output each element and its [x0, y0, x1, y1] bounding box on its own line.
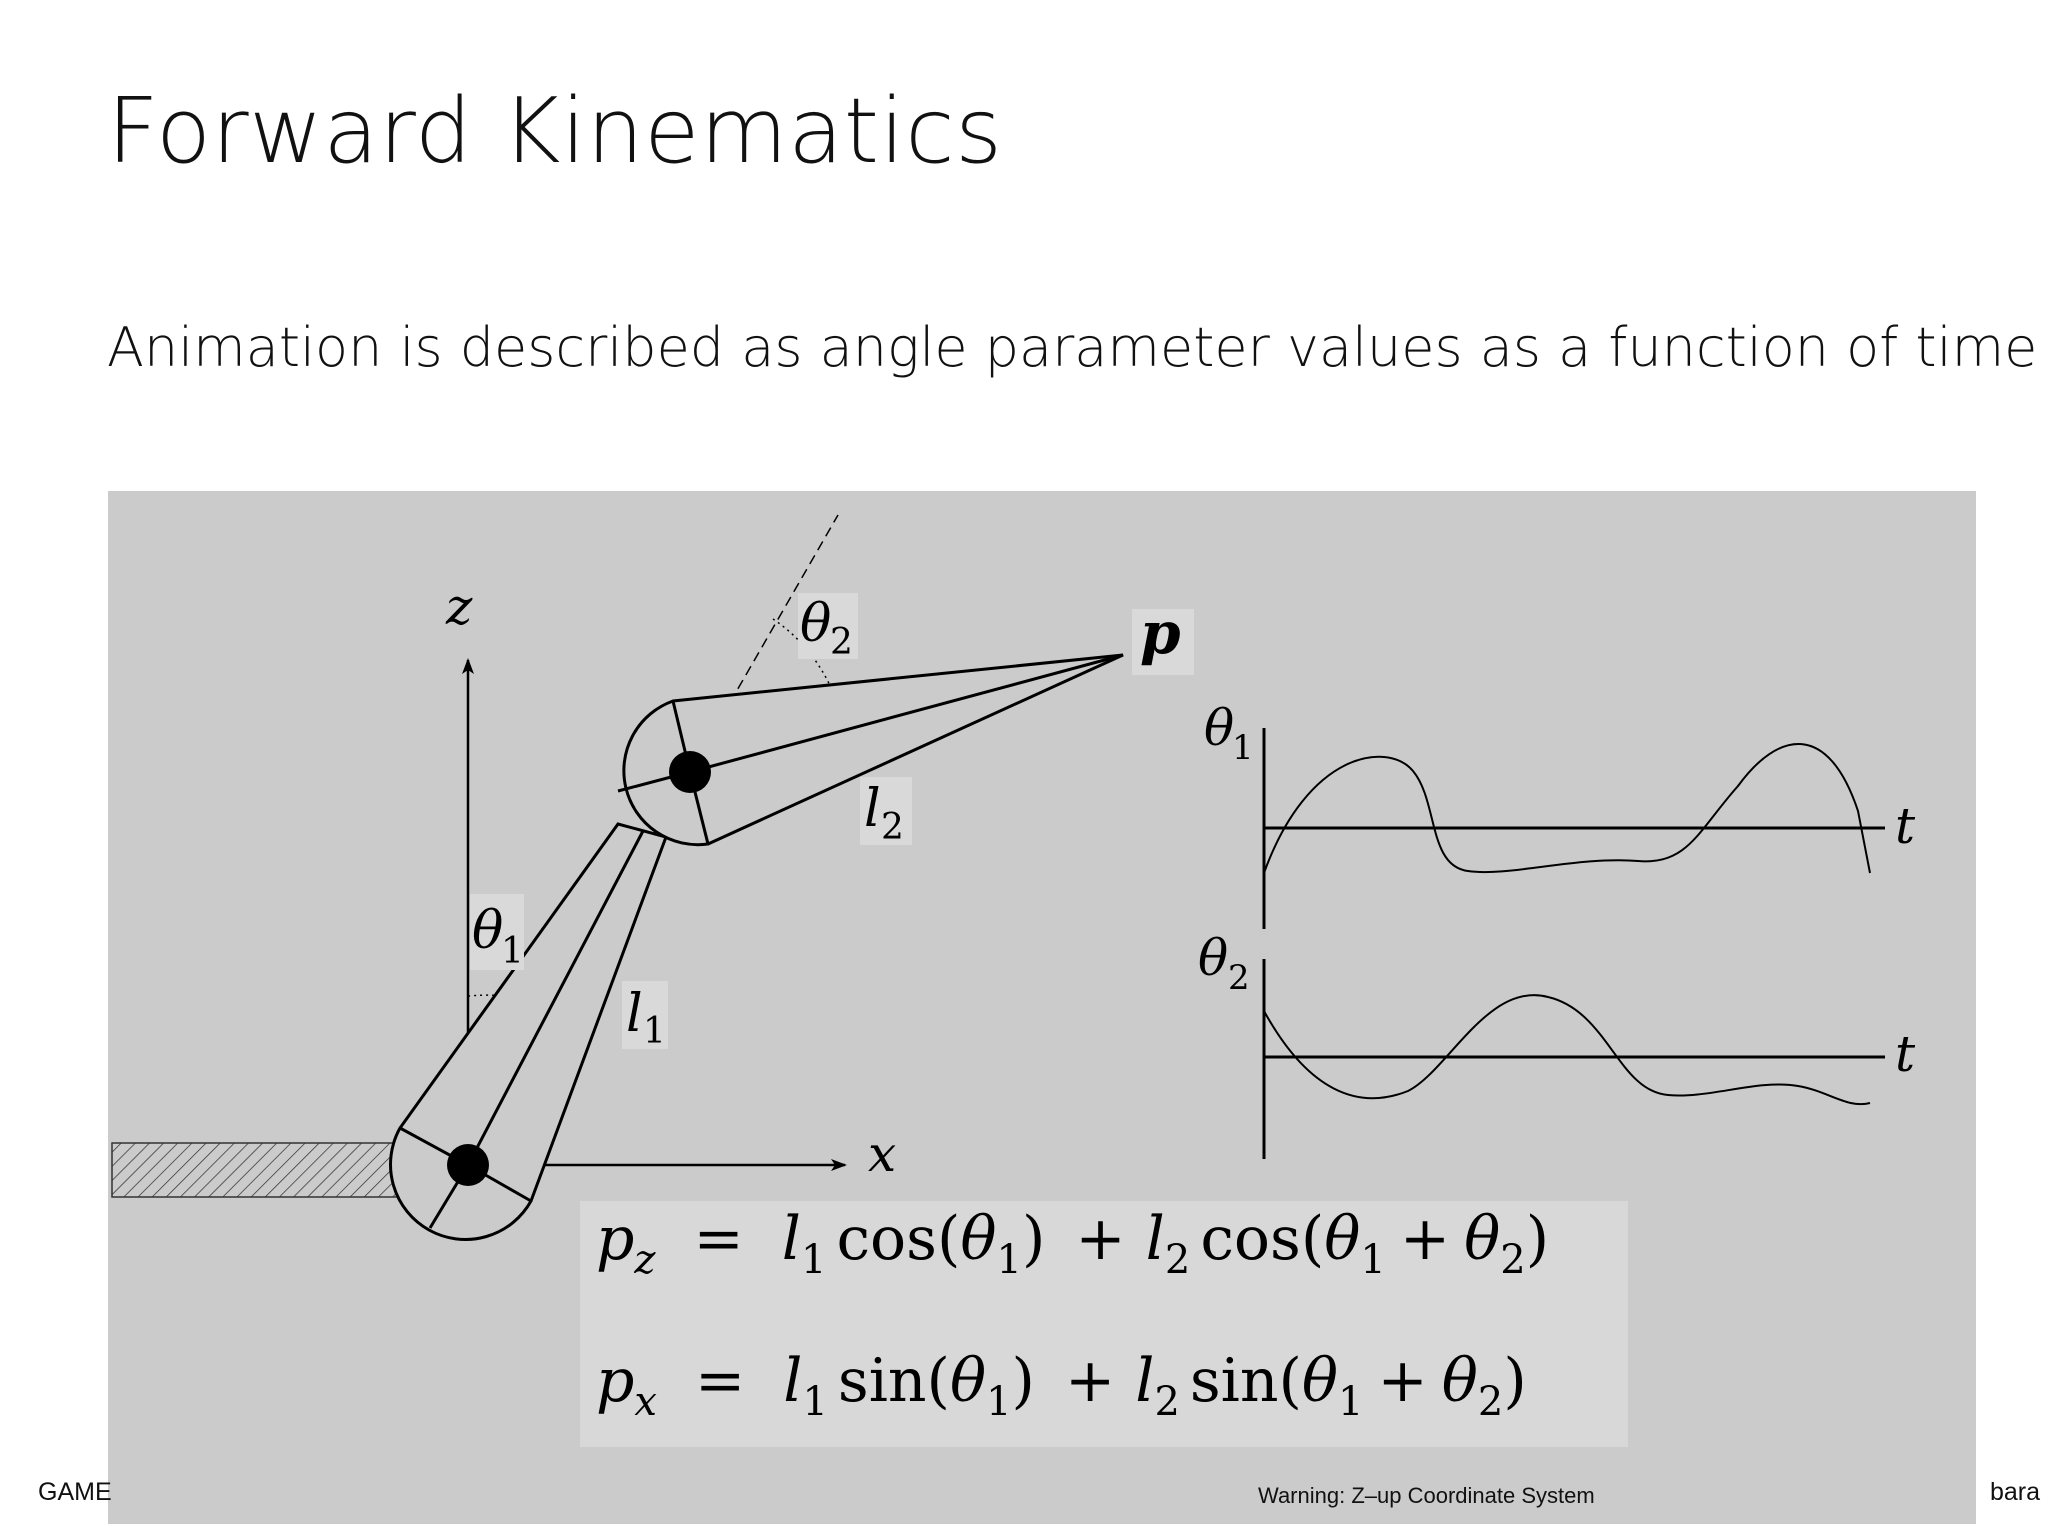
base-joint [447, 1144, 489, 1186]
theta1-curve [1263, 742, 1871, 874]
theta2-plot-label-sub: 2 [1228, 958, 1250, 998]
theta2-plot-t-label: t [1895, 1025, 1916, 1083]
l1-label-sub: 1 [643, 1011, 666, 1052]
l1-label: l [626, 984, 643, 1044]
elbow-joint [669, 751, 711, 793]
end-effector-label: p [1140, 599, 1181, 667]
theta2-label: θ [800, 594, 831, 654]
equation-box [580, 1201, 1628, 1447]
footer-left: GAME [38, 1478, 112, 1506]
kinematics-figure: z x θ 1 θ 2 l 1 l 2 p θ 1 t θ 2 t pz [108, 491, 1976, 1524]
coordinate-warning: Warning: Z–up Coordinate System [1258, 1483, 1595, 1508]
theta1-label: θ [472, 901, 503, 961]
z-axis-label: z [445, 578, 473, 636]
kinematics-diagram: z x θ 1 θ 2 l 1 l 2 p θ 1 t θ 2 t pz [111, 514, 1916, 1447]
theta2-label-sub: 2 [830, 622, 853, 663]
theta1-plot-label: θ [1204, 699, 1234, 757]
ground-hatch [111, 1142, 403, 1198]
l2-label: l [864, 779, 881, 839]
footer-right: bara [1989, 1478, 2040, 1506]
theta1-plot-label-sub: 1 [1232, 728, 1254, 768]
l2-label-sub: 2 [881, 807, 904, 848]
slide-title: Forward Kinematics [107, 79, 1003, 184]
theta2-plot-label: θ [1198, 929, 1228, 987]
theta2-curve [1263, 994, 1871, 1106]
x-axis-label: x [868, 1125, 896, 1183]
theta1-plot-t-label: t [1895, 797, 1916, 855]
theta1-label-sub: 1 [501, 931, 524, 972]
link-1 [389, 822, 668, 1241]
slide-subtitle: Animation is described as angle paramete… [107, 316, 2038, 379]
